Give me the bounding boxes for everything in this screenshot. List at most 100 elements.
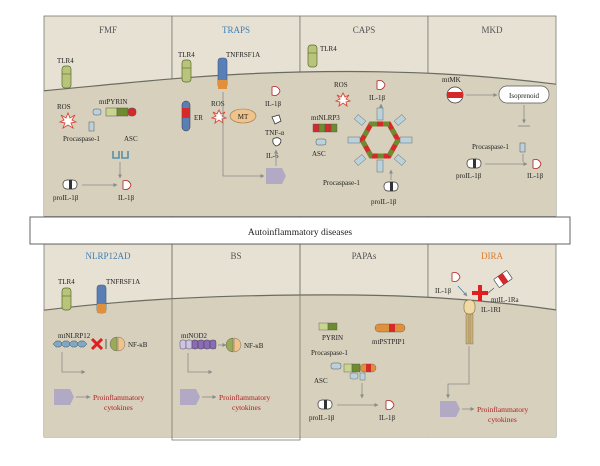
dira-il1ri-label: IL-1RI: [481, 306, 501, 314]
caps-tlr4-label: TLR4: [320, 45, 337, 53]
fmf-procaspase-icon: [88, 121, 95, 132]
bs-nucleus-icon: [180, 389, 200, 405]
ros-burst-icon: [334, 91, 352, 108]
dira-block-cross-icon: [472, 285, 488, 301]
dira-arrow-receptor: [457, 285, 468, 297]
dira-nucleus-icon: [440, 401, 460, 417]
bs-mtnod2-label: mtNOD2: [181, 332, 208, 340]
nfkb-complex-icon: [225, 337, 242, 353]
pyrin-protein-icon: [318, 322, 338, 331]
tlr4-receptor-icon: [61, 65, 72, 89]
block-cross-icon: [90, 337, 104, 351]
nlrp12ad-cytokines-label: cytokines: [104, 403, 133, 412]
caps-asc-label: ASC: [312, 150, 326, 158]
mtil1ra-protein-icon: [493, 270, 513, 288]
fmf-tlr4-label: TLR4: [57, 57, 74, 65]
mkd-isoprenoid-label: Isoprenoid: [509, 92, 539, 100]
fmf-inflammasome-icon: [112, 151, 129, 159]
fmf-asc-label: ASC: [124, 135, 138, 143]
banner-title: Autoinflammatory diseases: [248, 227, 353, 238]
bs-signal-arrow: [187, 353, 213, 374]
caps-proil-icon: [383, 181, 399, 192]
ros-burst-icon: [210, 108, 228, 125]
tlr4-receptor-icon: [181, 59, 192, 83]
panel-title-nlrp12ad: NLRP12AD: [85, 251, 131, 261]
mtnlrp3-protein-icon: [312, 123, 338, 133]
panel-title-fmf: FMF: [99, 25, 117, 35]
er-organelle-icon: [181, 100, 191, 132]
papas-il-label: IL-1β: [379, 414, 395, 422]
tnfrsf1a-receptor-icon: [96, 284, 107, 314]
papas-proil-label: proIL-1β: [309, 414, 335, 422]
caps-il-label: IL-1β: [369, 94, 385, 102]
dira-signal-arrow: [446, 346, 470, 399]
panel-mkd: mtMK Isoprenoid Procaspase-1 proIL-1β IL…: [442, 76, 550, 180]
traps-tnfrsf1a-label: TNFRSF1A: [226, 51, 260, 59]
nfkb-complex-icon: [109, 336, 126, 352]
traps-il-label: IL-1β: [265, 100, 281, 108]
ros-burst-icon: [58, 111, 78, 130]
fmf-il-label: IL-1β: [118, 194, 134, 202]
traps-mt-label: MT: [238, 113, 249, 121]
mkd-proil-label: proIL-1β: [456, 172, 482, 180]
fmf-procaspase-label: Procaspase-1: [63, 135, 100, 143]
tlr4-receptor-icon: [61, 287, 72, 311]
mtmk-enzyme-icon: [446, 86, 464, 104]
panel-title-caps: CAPS: [353, 25, 376, 35]
tnfrsf1a-receptor-icon: [217, 57, 228, 89]
caps-il-icon: [376, 80, 386, 90]
fmf-proil-icon: [62, 179, 78, 190]
traps-signal-arrow: [222, 92, 265, 178]
papas-mtpstpip1-label: mtPSTPIP1: [372, 338, 406, 346]
nlrp12ad-nucleus-icon: [54, 389, 74, 405]
dira-mtil1ra-label: mtIL-1Ra: [491, 296, 519, 304]
fmf-il-icon: [122, 180, 132, 190]
panel-caps: TLR4 ROS IL-1β mtNLRP3 ASC: [307, 44, 413, 206]
panel-papas: PYRIN mtPSTPIP1 Procaspase-1 ASC proIL-1…: [309, 322, 406, 422]
papas-asc-icon: [330, 362, 342, 370]
papas-asc-label: ASC: [314, 377, 328, 385]
nlrp12ad-nfkb-label: NF-κB: [128, 341, 148, 349]
panel-title-dira: DIRA: [481, 251, 503, 261]
panel-bs: mtNOD2 NF-κB Proinflammatory cytokines: [179, 332, 270, 412]
papas-proil-icon: [317, 399, 333, 410]
traps-tnf-label: TNF-α: [265, 129, 285, 137]
panel-title-bs: BS: [230, 251, 241, 261]
caps-ros-label: ROS: [334, 81, 348, 89]
mkd-mtmk-label: mtMK: [442, 76, 461, 84]
mkd-il-label: IL-1β: [527, 172, 543, 180]
bs-proinflammatory-label: Proinflammatory: [219, 393, 270, 402]
traps-tlr4-label: TLR4: [178, 51, 195, 59]
caps-mtnlrp3-label: mtNLRP3: [311, 114, 340, 122]
caps-inflammasome-ring-icon: [347, 107, 413, 173]
mitochondrion-icon: [229, 108, 257, 124]
mkd-procaspase-icon: [519, 142, 526, 153]
bs-nfkb-label: NF-κB: [244, 342, 264, 350]
traps-ros-label: ROS: [211, 100, 225, 108]
dira-il-label: IL-1β: [435, 287, 451, 295]
traps-tnf-icon: [271, 114, 282, 125]
banner-box: [29, 216, 571, 245]
traps-er-label: ER: [194, 114, 203, 122]
caps-proil-label: proIL-1β: [371, 198, 397, 206]
caps-asc-icon: [315, 138, 327, 146]
dira-cytokines-label: cytokines: [488, 415, 517, 424]
traps-nucleus-icon: [266, 168, 286, 184]
il1ri-receptor-icon: [463, 299, 476, 345]
caps-procaspase-label: Procaspase-1: [323, 179, 360, 187]
panel-title-traps: TRAPS: [222, 25, 250, 35]
mtnod2-protein-icon: [179, 339, 217, 350]
nlrp12ad-tlr4-label: TLR4: [58, 278, 75, 286]
fmf-ros-label: ROS: [57, 103, 71, 111]
top-cell-membrane: [44, 70, 556, 216]
panel-title-papas: PAPAs: [352, 251, 377, 261]
mtpyrin-protein-icon: [92, 107, 137, 117]
papas-pyrin-label: PYRIN: [322, 334, 343, 342]
panel-nlrp12ad: TLR4 TNFRSF1A mtNLRP12 NF-κB: [52, 278, 148, 412]
dira-mtil1ra-link: [486, 287, 495, 295]
papas-complex-icon: [343, 363, 377, 381]
isoprenoid-box: [498, 85, 550, 104]
papas-procaspase-label: Procaspase-1: [311, 349, 348, 357]
mkd-procaspase-label: Procaspase-1: [472, 143, 509, 151]
